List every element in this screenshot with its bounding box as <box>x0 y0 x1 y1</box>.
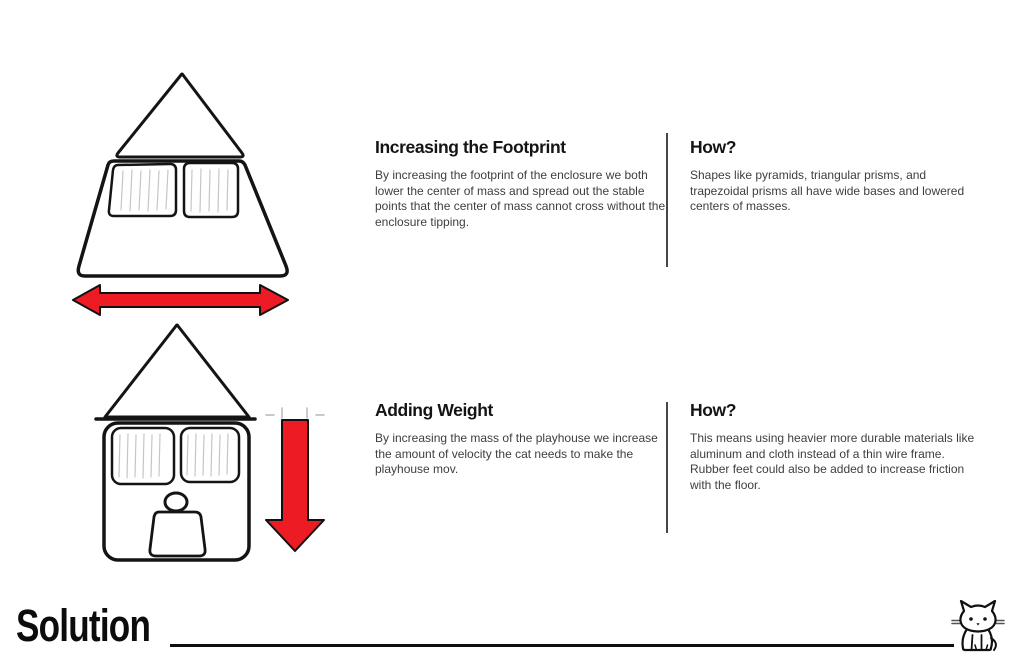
section-adding-weight: Adding Weight By increasing the mass of … <box>375 400 667 478</box>
weight-handle <box>163 491 189 513</box>
pyramid-body <box>76 159 289 278</box>
house-roof <box>103 323 251 419</box>
footer-rule <box>170 644 954 647</box>
cat-eye <box>983 617 987 621</box>
section-how-weight: How? This means using heavier more durab… <box>690 400 986 493</box>
section-body: By increasing the mass of the playhouse … <box>375 431 658 477</box>
section-body: By increasing the footprint of the enclo… <box>375 168 666 229</box>
cat-tail <box>990 637 997 651</box>
how-body: Shapes like pyramids, triangular prisms,… <box>690 168 965 214</box>
window-hatching <box>120 168 229 213</box>
cat-icon <box>951 600 1005 652</box>
section-increasing-footprint: Increasing the Footprint By increasing t… <box>375 137 667 230</box>
pyramid-roof <box>115 72 245 159</box>
cat-leg <box>970 634 974 651</box>
how-body: This means using heavier more durable ma… <box>690 431 975 492</box>
cat-stripes <box>974 644 989 651</box>
cat-head <box>959 600 997 633</box>
weight-body <box>148 510 207 558</box>
cat-eye <box>969 617 973 621</box>
house-right-window <box>179 426 241 484</box>
window-hatching <box>118 433 229 479</box>
how-heading: How? <box>690 400 737 420</box>
sketch-tick-marks <box>265 407 325 419</box>
down-arrow-icon <box>265 419 325 552</box>
section-heading: Adding Weight <box>375 400 493 420</box>
house-playhouse-illustration <box>94 323 325 562</box>
cat-body <box>961 627 994 652</box>
double-arrow-icon <box>72 284 289 316</box>
column-divider <box>666 402 668 533</box>
cat-nose <box>976 623 980 626</box>
how-heading: How? <box>690 137 737 157</box>
page-title: Solution <box>16 600 151 651</box>
pyramid-playhouse-illustration <box>72 72 289 316</box>
pyramid-right-window <box>182 161 240 219</box>
section-heading: Increasing the Footprint <box>375 137 566 157</box>
column-divider <box>666 133 668 267</box>
section-how-footprint: How? Shapes like pyramids, triangular pr… <box>690 137 986 215</box>
